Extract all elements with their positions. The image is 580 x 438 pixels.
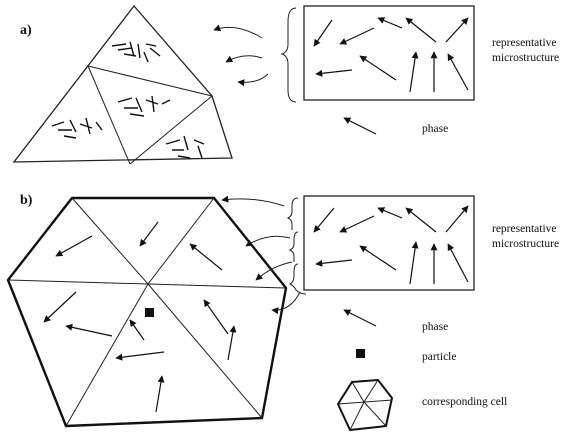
arrow-icon (445, 17, 469, 43)
particle-square-icon (145, 308, 154, 317)
microstructure-box-a (303, 5, 475, 101)
mesh-edge (7, 279, 287, 289)
arrow-icon (315, 259, 353, 267)
arrow-icon (271, 291, 301, 315)
arrow-icon (139, 221, 159, 247)
mesh-edge (87, 65, 213, 97)
arrow-icon (313, 19, 333, 47)
panel-a-label: a) (20, 23, 32, 38)
arrow-icon (313, 207, 335, 233)
arrow-icon (227, 325, 237, 361)
arrow-icon (203, 299, 229, 335)
phase-legend-arrow-icon (343, 309, 377, 327)
arrow-icon (255, 261, 293, 281)
arrow-icon (155, 375, 165, 413)
arrow-icon (405, 207, 437, 233)
arrow-icon (447, 243, 469, 283)
arrow-icon (43, 291, 77, 323)
mesh-edge (65, 283, 149, 427)
cell-icon (337, 379, 393, 431)
mesh-edge (87, 65, 131, 165)
arrow-icon (237, 73, 269, 87)
arrow-icon (377, 207, 403, 219)
arrow-icon (409, 51, 419, 93)
panel-a-mesh (12, 4, 233, 165)
rep-micro-label-a-line1: representative (492, 37, 557, 49)
mesh-edge (129, 95, 213, 165)
microstructure-box-b (303, 195, 475, 291)
panel-b-phase-arrows (43, 221, 237, 413)
arrow-icon (129, 319, 145, 341)
mesh-edge (147, 283, 263, 419)
arrow-icon (221, 195, 285, 207)
arrow-icon (359, 245, 397, 271)
arrow-icon (115, 351, 165, 361)
arrow-icon (189, 243, 223, 271)
arrow-icon (447, 53, 469, 91)
rep-micro-label-a-line2: microstructure (492, 52, 559, 64)
brace-icon (288, 231, 299, 262)
rep-micro-label-b-line1: representative (492, 223, 557, 235)
brace-icon (286, 197, 299, 230)
phase-legend-arrow-icon (343, 117, 377, 135)
arrow-icon (315, 69, 353, 77)
panel-b-link-arrows (221, 195, 301, 315)
arrow-icon (377, 17, 403, 29)
panel-a-grains (51, 41, 205, 159)
arrow-icon (339, 27, 375, 45)
particle-legend-icon (356, 349, 365, 358)
arrow-icon (213, 24, 263, 39)
arrow-icon (65, 323, 113, 337)
triangle-outline (12, 4, 233, 163)
arrow-icon (225, 55, 263, 63)
arrow-icon (405, 17, 437, 43)
mesh-edge (71, 197, 215, 285)
arrow-icon (245, 235, 291, 247)
phase-label-a: phase (422, 123, 448, 135)
rep-micro-label-b-line2: microstructure (492, 238, 559, 250)
corresponding-cell-label: corresponding cell (422, 396, 507, 408)
arrow-icon (409, 241, 419, 285)
arrow-icon (55, 235, 93, 257)
brace-icon (280, 7, 297, 103)
brace-icon (288, 263, 307, 295)
panel-a-link-arrows (213, 24, 269, 87)
arrow-icon (359, 55, 397, 81)
arrow-icon (445, 205, 469, 233)
panel-b-cell (6, 196, 288, 428)
panel-b-label: b) (20, 193, 33, 208)
arrow-icon (339, 215, 375, 233)
phase-label-b: phase (422, 321, 448, 333)
particle-label: particle (422, 351, 456, 363)
